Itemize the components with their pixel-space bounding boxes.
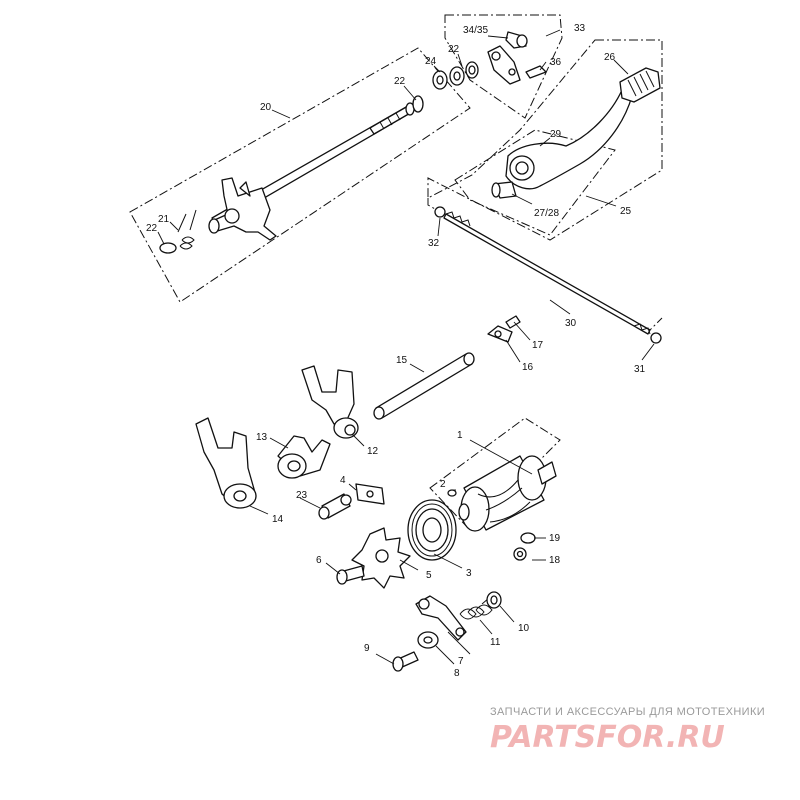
watermark-logo: PARTSFOR.RU	[490, 720, 725, 755]
shift-link-arm	[487, 31, 547, 85]
callout-5: 5	[426, 570, 432, 581]
callout-27-28: 27/28	[534, 208, 559, 219]
shift-fork-13	[277, 435, 331, 479]
segment-5	[351, 527, 411, 589]
callout-21: 21	[158, 214, 170, 225]
shift-fork-12	[301, 365, 359, 439]
callout-31: 31	[634, 364, 646, 375]
spring-11	[459, 591, 497, 620]
return-spring-21	[177, 209, 197, 250]
callout-22-left: 22	[146, 223, 158, 234]
callout-18: 18	[549, 555, 561, 566]
callout-7: 7	[458, 656, 464, 667]
callout-22-seal: 22	[448, 44, 460, 55]
callout-30: 30	[565, 318, 577, 329]
callout-25: 25	[620, 206, 632, 217]
group-outline-25-26	[427, 39, 663, 241]
callout-23: 23	[296, 490, 308, 501]
shift-drum-1	[458, 455, 557, 532]
callout-8: 8	[454, 668, 460, 679]
callout-3: 3	[466, 568, 472, 579]
callout-34-35: 34/35	[463, 25, 488, 36]
group-outline-25	[454, 129, 616, 236]
callout-labels: 1 2 3 4 5 6 7 8 9 10 11 12 13 14 15 16 1…	[146, 23, 646, 679]
bearing-3	[407, 499, 457, 561]
callout-13: 13	[256, 432, 268, 443]
callout-32: 32	[428, 238, 440, 249]
callout-14: 14	[272, 514, 284, 525]
group-outline-30	[427, 198, 663, 331]
washer-22-left	[159, 242, 177, 254]
shift-rod	[434, 206, 662, 344]
bolt-6	[336, 565, 365, 585]
washer-8	[417, 631, 439, 649]
callout-22-shaft: 22	[394, 76, 406, 87]
fork-shaft-15	[373, 352, 475, 420]
detent-pin-23	[318, 493, 352, 520]
gear-change-pedal	[491, 67, 661, 199]
callout-2: 2	[440, 479, 446, 490]
leader-lines	[157, 29, 655, 665]
callout-17: 17	[532, 340, 544, 351]
drum-pin-2	[447, 489, 457, 497]
callout-20: 20	[260, 102, 272, 113]
collar-10	[486, 591, 502, 609]
callout-33: 33	[574, 23, 586, 34]
callout-19: 19	[549, 533, 561, 544]
callout-11: 11	[490, 637, 501, 648]
shift-shaft	[208, 102, 415, 241]
callout-24: 24	[425, 56, 437, 67]
callout-10: 10	[518, 623, 530, 634]
callout-26: 26	[604, 52, 616, 63]
callout-15: 15	[396, 355, 408, 366]
callout-9: 9	[364, 643, 370, 654]
callout-6: 6	[316, 555, 322, 566]
group-outline-1	[429, 417, 561, 531]
group-outline-33	[444, 14, 563, 119]
callout-1: 1	[457, 430, 463, 441]
bolt-9	[392, 651, 419, 672]
shift-fork-14	[195, 417, 257, 509]
stopper-plate-4	[355, 483, 385, 505]
bolt-18	[513, 547, 527, 561]
group-outline-20	[129, 47, 471, 303]
callout-29: 29	[550, 129, 562, 140]
washer-19	[520, 532, 536, 544]
shift-guide-plate	[487, 315, 521, 343]
callout-36: 36	[550, 57, 562, 68]
callout-4: 4	[340, 475, 346, 486]
seal-stack-24	[432, 61, 479, 90]
callout-12: 12	[367, 446, 379, 457]
watermark-tagline: ЗАПЧАСТИ И АКСЕССУАРЫ ДЛЯ МОТОТЕХНИКИ	[490, 706, 766, 718]
callout-16: 16	[522, 362, 534, 373]
stopper-lever-7	[415, 595, 467, 641]
